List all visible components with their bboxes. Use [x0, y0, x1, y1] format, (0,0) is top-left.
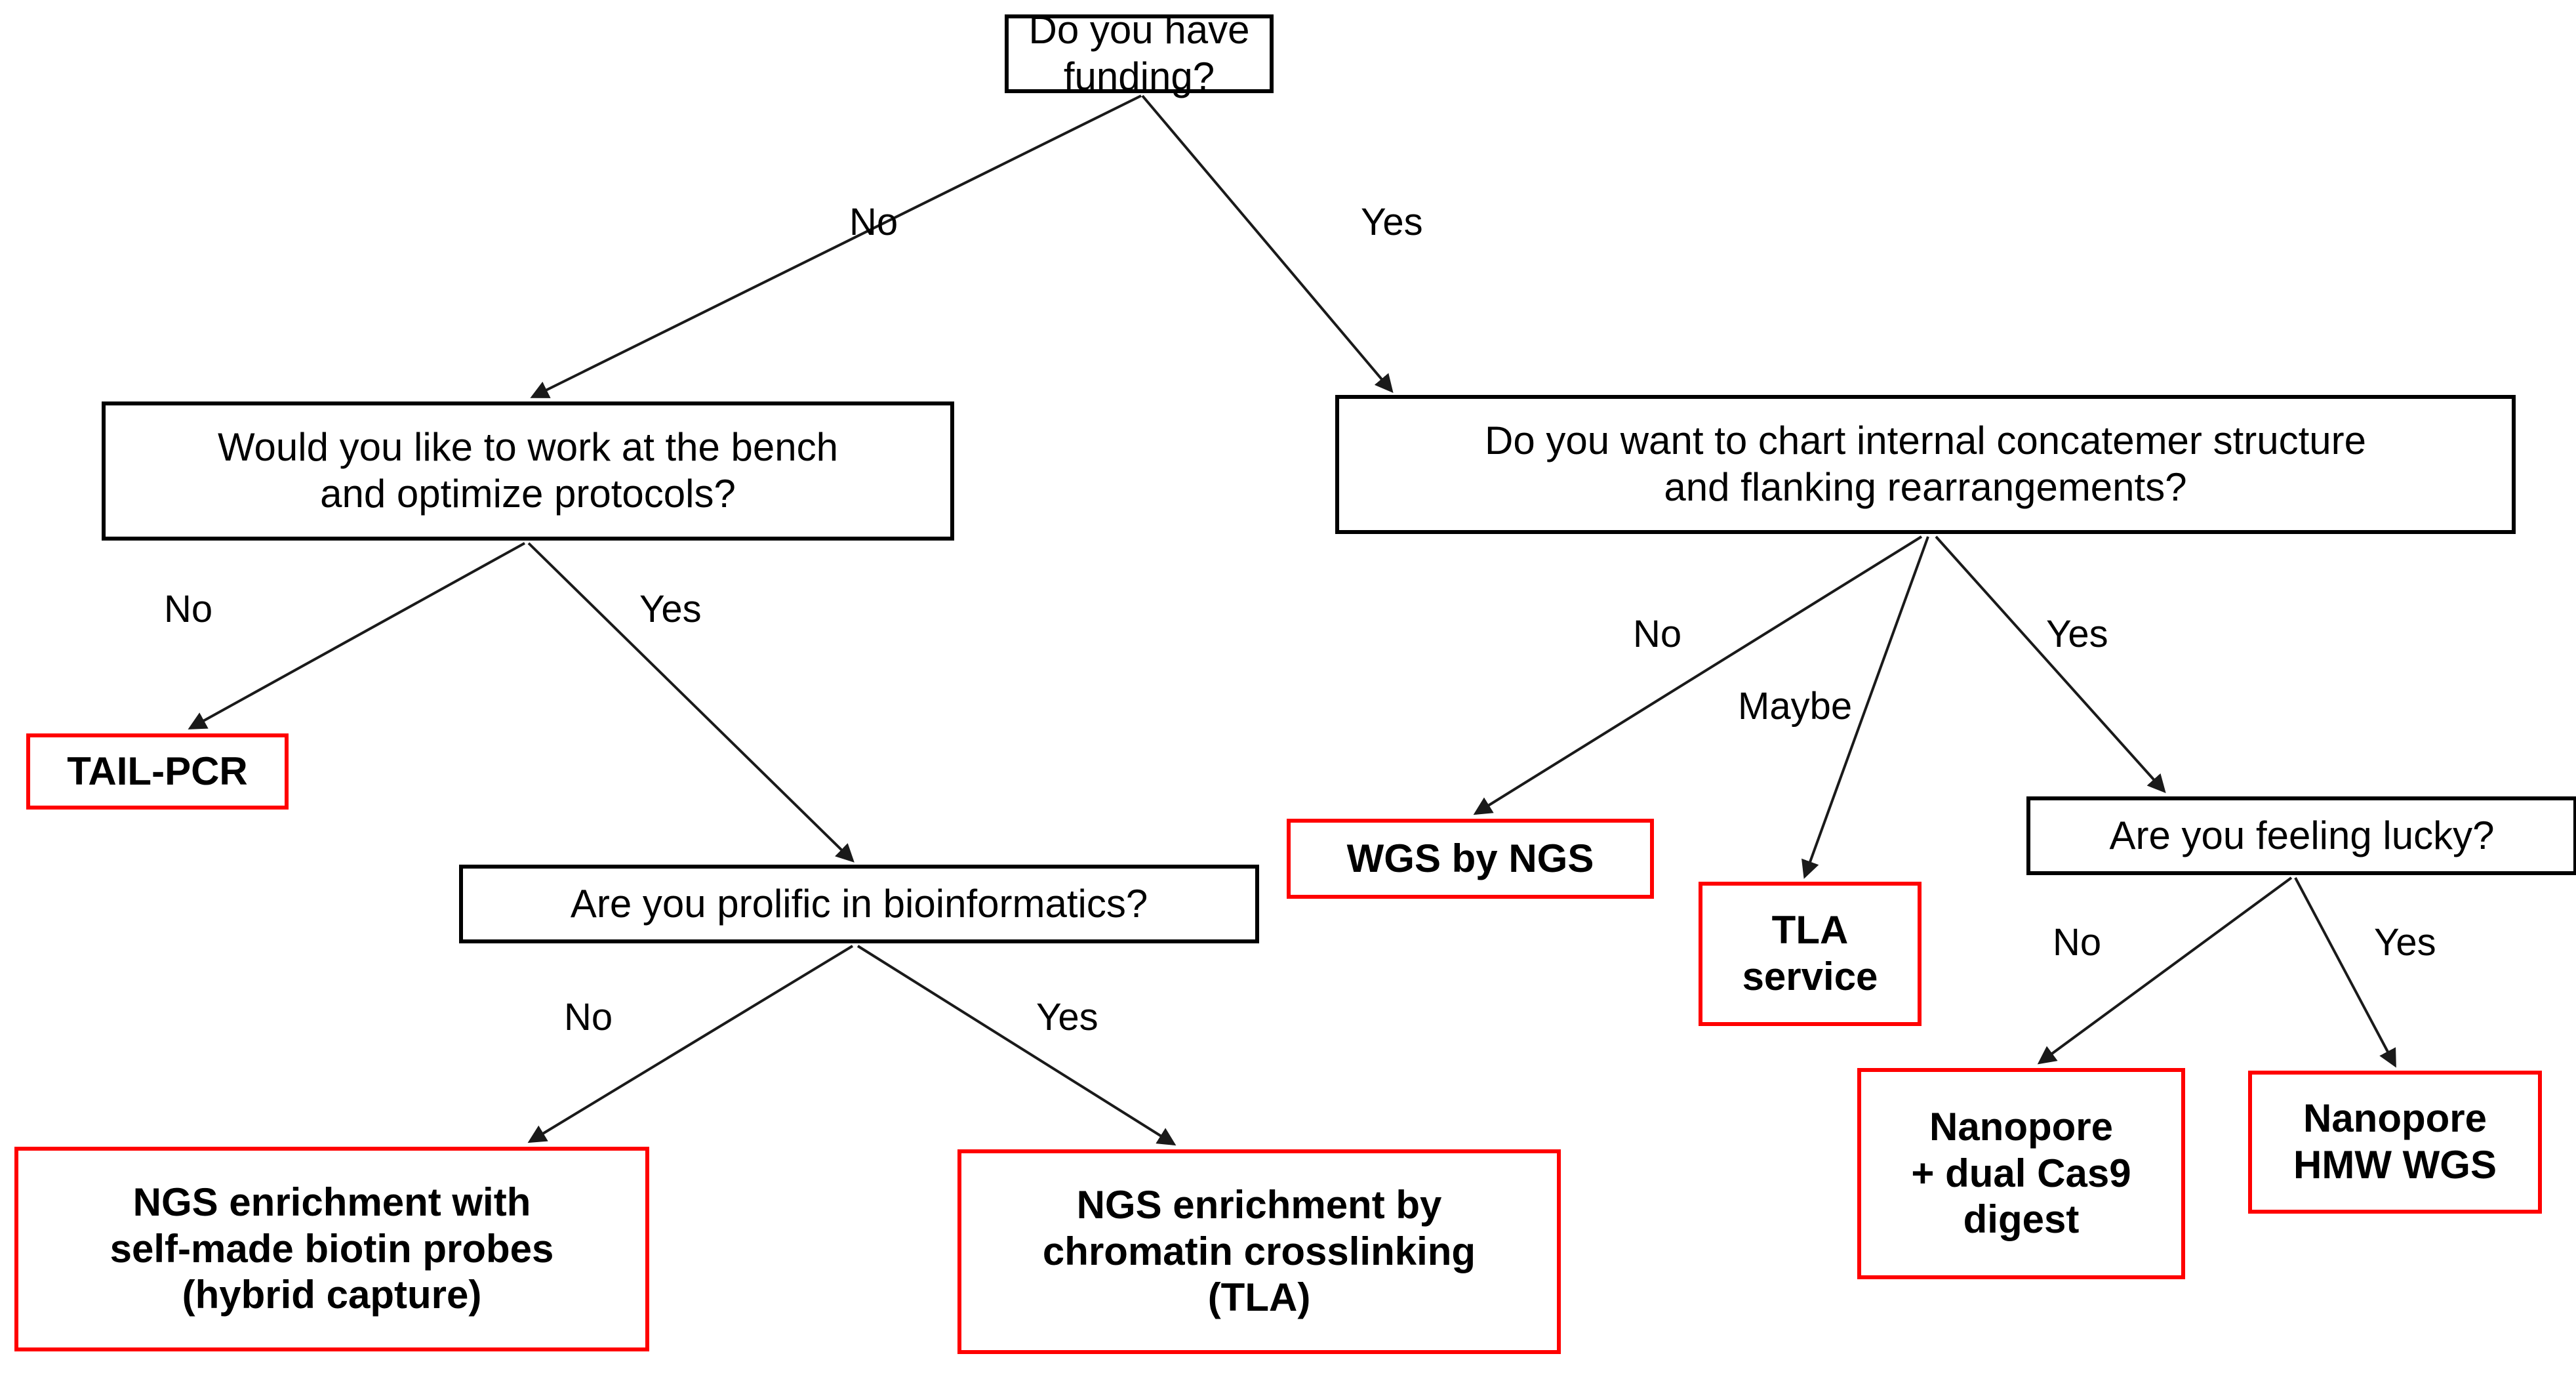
- decision-node-funding[interactable]: Do you have funding?: [1005, 8, 1274, 98]
- terminal-node-tla-service[interactable]: TLA service: [1699, 882, 1922, 1026]
- edge-label-bioinf-yes: Yes: [1036, 996, 1098, 1038]
- edge-concat-no: [1473, 535, 1923, 815]
- edge-label-concat-maybe: Maybe: [1738, 685, 1853, 728]
- decision-node-bioinformatics[interactable]: Are you prolific in bioinformatics?: [459, 865, 1259, 943]
- edge-label-bench-yes: Yes: [639, 588, 702, 630]
- edge-concat-yes: [1935, 535, 2166, 793]
- decision-node-lucky[interactable]: Are you feeling lucky?: [2026, 796, 2576, 875]
- terminal-node-wgs-ngs[interactable]: WGS by NGS: [1287, 819, 1654, 899]
- terminal-node-nanopore-cas9[interactable]: Nanopore + dual Cas9 digest: [1857, 1068, 2185, 1279]
- edge-bench-no: [188, 542, 525, 730]
- edge-label-bench-no: No: [164, 588, 213, 630]
- terminal-node-nanopore-hmw[interactable]: Nanopore HMW WGS: [2248, 1071, 2542, 1214]
- edge-label-lucky-no: No: [2053, 921, 2102, 964]
- decision-node-bench[interactable]: Would you like to work at the bench and …: [102, 401, 954, 541]
- edge-label-bioinf-no: No: [564, 996, 613, 1038]
- decision-node-concatemer[interactable]: Do you want to chart internal concatemer…: [1335, 395, 2516, 534]
- edge-lucky-no: [2037, 876, 2293, 1065]
- edge-label-funding-yes: Yes: [1361, 201, 1423, 243]
- edge-bioinf-yes: [856, 945, 1177, 1146]
- edge-bioinf-no: [527, 945, 854, 1143]
- edge-funding-yes: [1141, 94, 1394, 394]
- edge-label-lucky-yes: Yes: [2374, 921, 2436, 964]
- terminal-node-tail-pcr[interactable]: TAIL-PCR: [26, 733, 289, 810]
- terminal-node-hybrid-capture[interactable]: NGS enrichment with self-made biotin pro…: [14, 1147, 649, 1351]
- terminal-node-tla-crosslinking[interactable]: NGS enrichment by chromatin crosslinking…: [957, 1149, 1561, 1354]
- edge-funding-no: [530, 94, 1142, 398]
- edge-label-concat-yes: Yes: [2046, 613, 2108, 655]
- edge-label-funding-no: No: [849, 201, 898, 243]
- edge-lucky-yes: [2294, 877, 2396, 1068]
- edge-label-concat-no: No: [1633, 613, 1682, 655]
